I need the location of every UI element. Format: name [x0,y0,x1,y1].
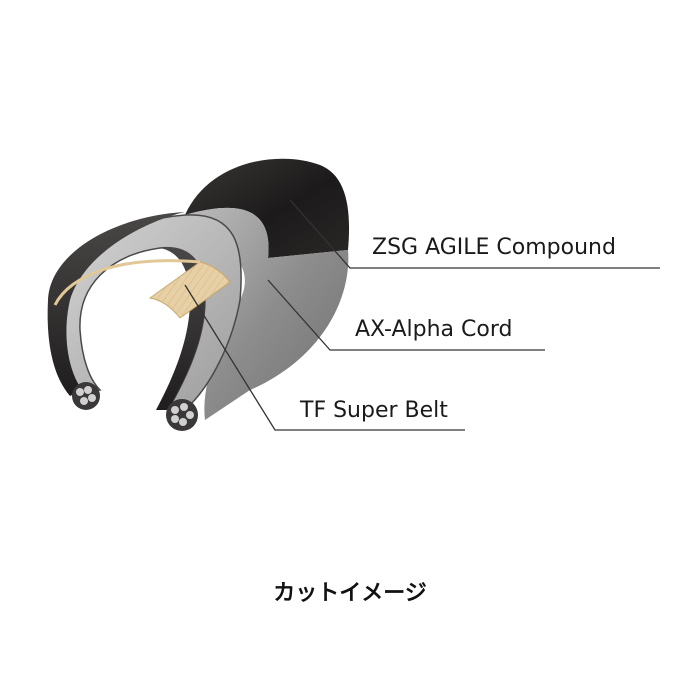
belt-layer [53,259,231,319]
casing-layer [185,207,349,420]
bead-left [72,382,100,410]
label-belt: TF Super Belt [299,398,448,423]
leader-lines [184,199,660,431]
bead-right [166,399,198,431]
tread-layer [185,158,350,258]
label-tread: ZSG AGILE Compound [372,235,616,260]
label-casing: AX-Alpha Cord [355,317,512,342]
leader-line-tread [289,199,660,269]
leader-line-casing [267,279,545,351]
caption: カットイメージ [273,581,427,606]
leader-line-belt [184,284,465,431]
